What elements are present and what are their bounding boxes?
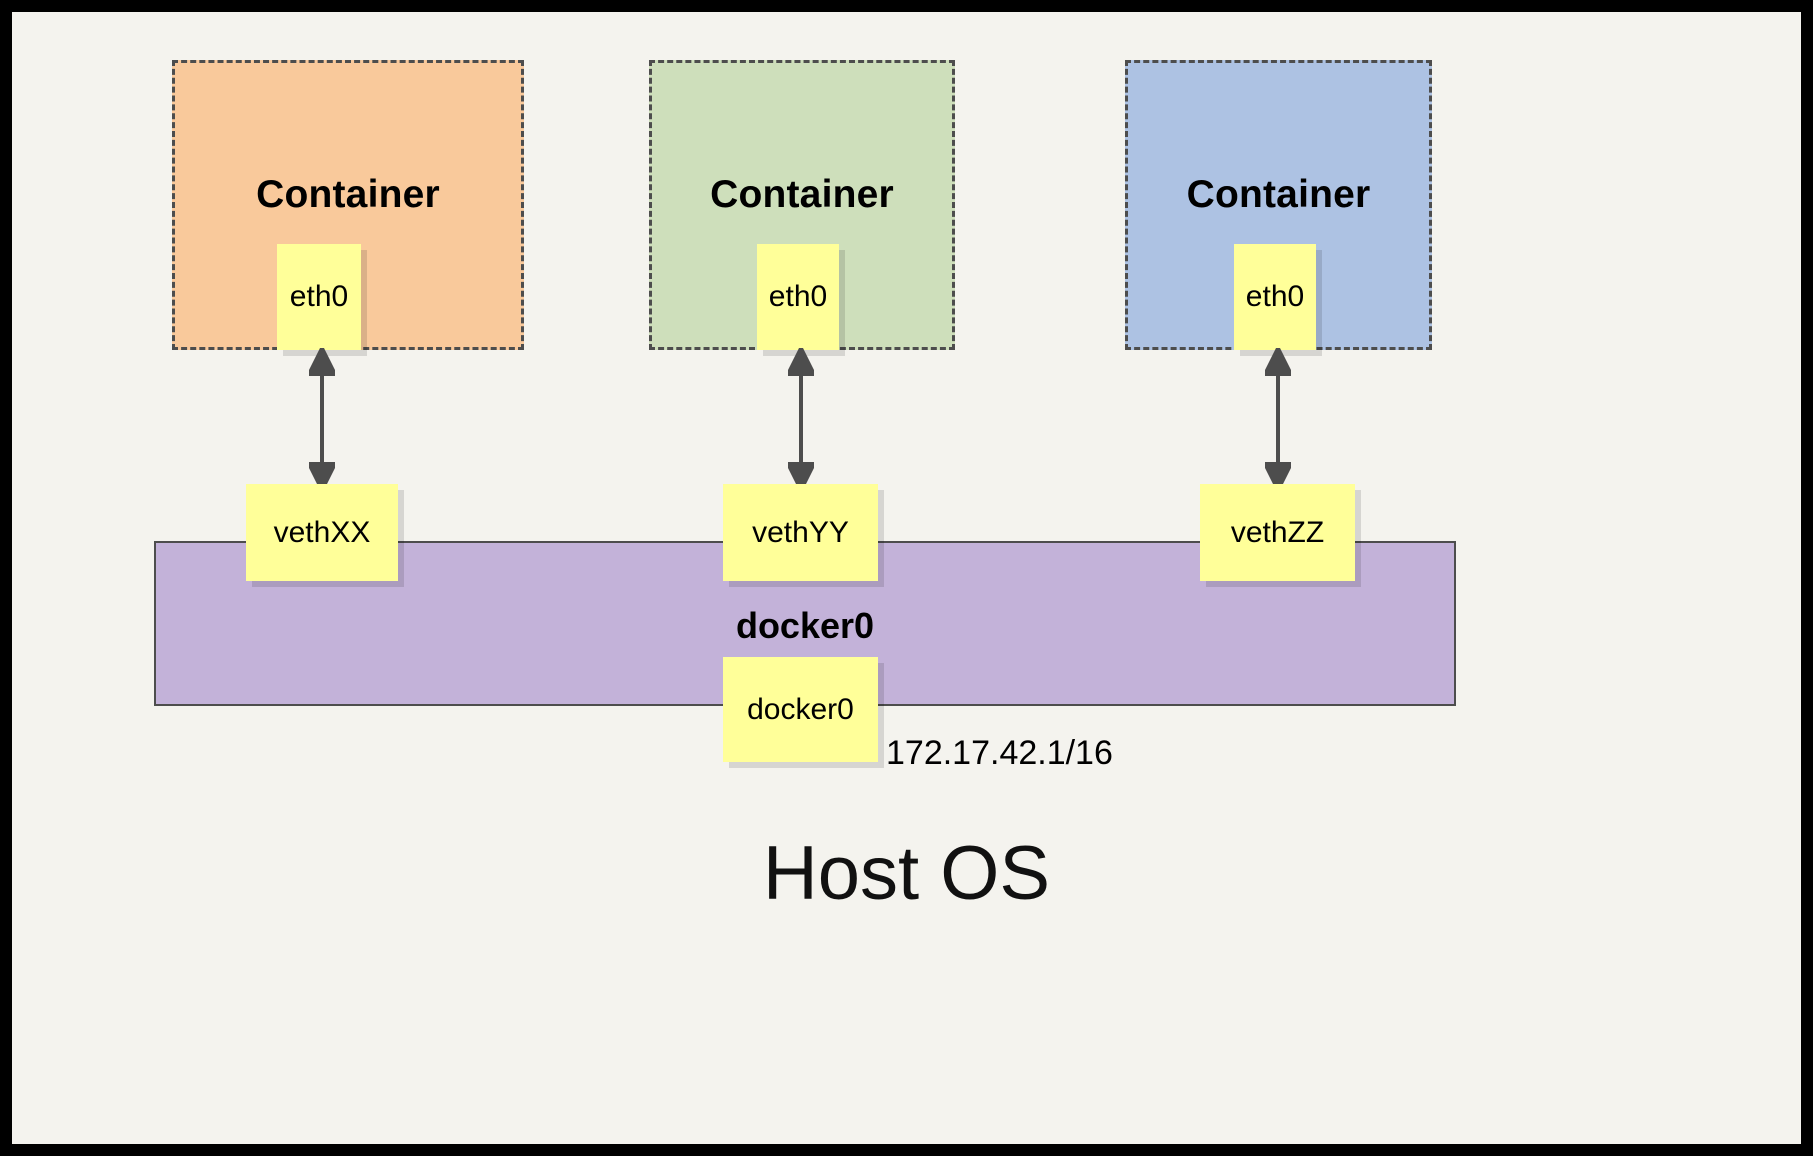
container-1-eth0-box: eth0: [277, 244, 361, 350]
host-os-frame: docker0 Container Container Container et…: [12, 12, 1801, 1144]
container-2-title: Container: [710, 173, 894, 216]
veth-box-1: vethXX: [246, 484, 398, 581]
host-os-label: Host OS: [762, 831, 1051, 916]
container-1-title: Container: [256, 173, 440, 216]
docker0-interface-box: docker0: [723, 657, 878, 762]
bidirectional-arrow-icon-3: [1265, 348, 1291, 490]
docker0-bridge-label: docker0: [735, 605, 875, 646]
veth-box-3: vethZZ: [1200, 484, 1355, 581]
container-2-eth0-box: eth0: [757, 244, 839, 350]
bidirectional-arrow-icon-1: [309, 348, 335, 490]
container-3-eth0-box: eth0: [1234, 244, 1316, 350]
docker0-ip-address: 172.17.42.1/16: [886, 734, 1113, 772]
container-3-title: Container: [1186, 173, 1371, 216]
bidirectional-arrow-icon-2: [788, 348, 814, 490]
veth-box-2: vethYY: [723, 484, 878, 581]
